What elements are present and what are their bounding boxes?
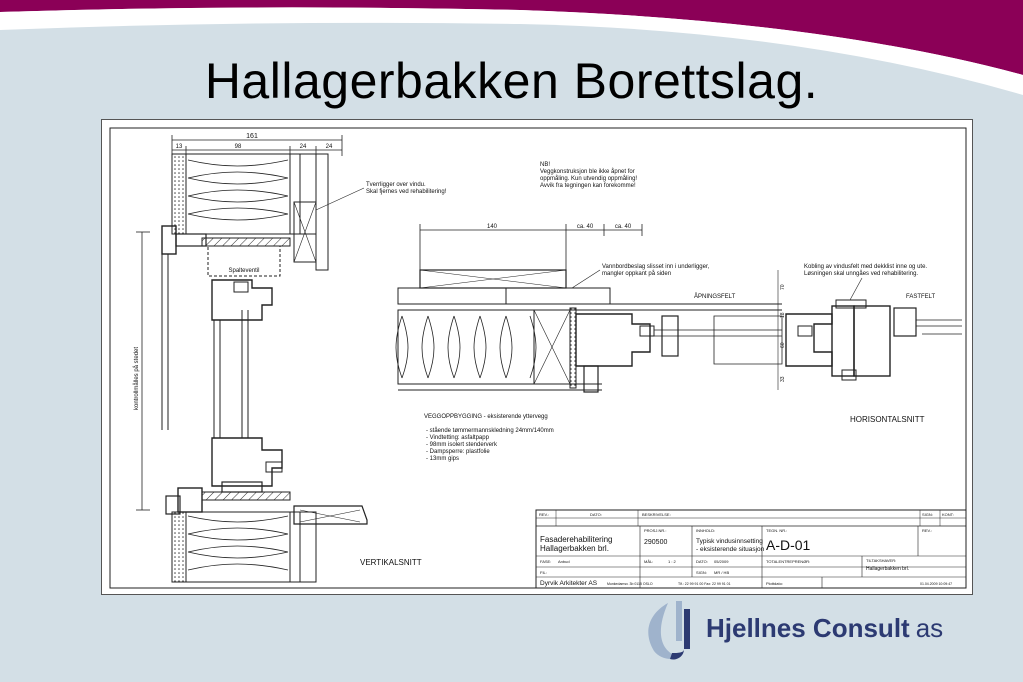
dim-ca40b: ca. 40: [615, 224, 632, 230]
wall-buildup-item: - 13mm gips: [426, 456, 459, 462]
tb-dato: 05/2009: [714, 559, 729, 564]
tb-totalentreprenor: TOTALENTREPRENØR:: [766, 559, 810, 564]
nb-line1: NB!: [540, 162, 550, 168]
tb-sign-value: MR / HB: [714, 570, 729, 575]
vertikalsnitt-label: VERTIKALSNITT: [360, 558, 422, 567]
tb-prosjnr-label: PROSJ.NR.:: [644, 528, 666, 533]
dim-24a: 24: [300, 144, 307, 150]
tb-project-line1: Fasaderehabilitering: [540, 535, 613, 544]
tb-fil-label: FIL:: [540, 570, 547, 575]
tb-prosjnr: 290500: [644, 539, 667, 546]
wall-buildup-notes: VEGGOPPBYGGING - eksisterende yttervegg …: [424, 414, 554, 462]
tb-tiltakshaver-label: TILTAKSHAVER:: [866, 558, 896, 563]
nb-line4: Avvik fra tegningen kan forekomme!: [540, 183, 636, 189]
tb-kont: KONT:: [942, 512, 954, 517]
tb-sign-label: SIGN:: [696, 570, 707, 575]
hjellnes-logo-icon: [648, 601, 690, 660]
dim-98: 98: [235, 144, 242, 150]
wall-buildup-item: - Vindtetting: asfaltpapp: [426, 435, 490, 441]
apningsfelt-label: ÅPNINGSFELT: [694, 293, 736, 300]
nb-note: NB! Veggkonstruksjon ble ikke åpnet for …: [540, 162, 637, 189]
company-suffix: as: [915, 613, 944, 643]
top-band: [0, 0, 1023, 75]
vertical-section: 161 13 98 24 24 Spalteventil kontrollmål…: [133, 133, 447, 583]
tb-plottdato-label: Plottdato:: [766, 581, 783, 586]
tb-dato-label: DATO:: [696, 559, 708, 564]
tb-sign: SIGN:: [922, 512, 933, 517]
wall-buildup-item: - stående tømmermannskledning 24mm/140mm: [426, 427, 554, 434]
tb-dato: DATO:: [590, 512, 602, 517]
tb-fase: Anbud: [558, 559, 570, 564]
title-block: REV.: DATO: BESKRIVELSE: SIGN: KONT: Fas…: [535, 509, 967, 589]
drawing-svg: 161 13 98 24 24 Spalteventil kontrollmål…: [109, 127, 967, 589]
tb-beskrivelse: BESKRIVELSE:: [642, 512, 671, 517]
wall-buildup-item: - Dampsperre: plastfolie: [426, 449, 490, 455]
kobling-line2: Løsningen skal unngåes ved rehabiliterin…: [804, 270, 918, 277]
dim-13: 13: [176, 144, 183, 150]
horizontal-section: 140 ca. 40 ca. 40 Vannbordbeslag slisset…: [395, 224, 962, 424]
vannbord-line1: Vannbordbeslag slisset inn i underligger…: [602, 264, 710, 270]
dim-140: 140: [487, 224, 498, 230]
tb-fase-label: FASE:: [540, 559, 551, 564]
tb-tegnnr-label: TEGN. NR.:: [766, 528, 787, 533]
dim-70: 70: [780, 284, 786, 290]
slide-title: Hallagerbakken Borettslag.: [204, 53, 819, 109]
tb-rev2: REV.:: [922, 528, 932, 533]
dim-24b: 24: [326, 144, 333, 150]
vannbord-line2: mangler oppkant på siden: [602, 270, 671, 277]
tb-firm: Dyrvik Arkitekter AS: [540, 580, 598, 587]
nb-line3: oppmåling. Kun utvendig oppmåling!: [540, 175, 637, 182]
kobling-line1: Kobling av vindusfelt med dekklist inne …: [804, 264, 927, 270]
dim-33: 33: [780, 376, 786, 382]
tverrligger-line1: Tverrligger over vindu.: [366, 182, 426, 188]
fastfelt-label: FASTFELT: [906, 294, 936, 300]
tb-tiltakshaver: Hallagerbakken brl.: [866, 566, 909, 572]
dim-ca40a: ca. 40: [577, 224, 594, 230]
tverrligger-line2: Skal fjernes ved rehabilitering!: [366, 189, 447, 195]
wall-buildup-item: - 98mm isolert stenderverk: [426, 442, 498, 448]
spalteventil-label: Spalteventil: [228, 268, 259, 274]
tb-project-line2: Hallagerbakken brl.: [540, 544, 609, 553]
tb-innhold-line1: Typisk vindusinnsetting: [696, 538, 763, 545]
tb-address: Munkedamsv. 3b 0115 OSLO: [607, 582, 653, 586]
nb-line2: Veggkonstruksjon ble ikke åpnet for: [540, 168, 635, 175]
tb-innhold-line2: - eksisterende situasjon: [696, 546, 765, 553]
horisontalsnitt-label: HORISONTALSNITT: [850, 415, 925, 424]
kontrollmal-label: kontrollmålles på stedet: [133, 347, 140, 410]
company-name: Hjellnes Consult: [706, 613, 910, 643]
tb-tlf: Tlf.: 22 99 91 00 Fax: 22 99 91 01: [678, 582, 731, 586]
dim-60: 60: [780, 342, 786, 348]
tb-mal: 1 : 2: [668, 559, 677, 564]
wall-buildup-title: VEGGOPPBYGGING - eksisterende yttervegg: [424, 414, 548, 420]
technical-drawing: 161 13 98 24 24 Spalteventil kontrollmål…: [101, 119, 973, 595]
tb-rev: REV.:: [539, 512, 549, 517]
tb-plottdato: 01.04.2009 10:09:47: [920, 582, 952, 586]
dim-161: 161: [246, 133, 258, 140]
tb-tegnnr: A-D-01: [766, 537, 811, 553]
tb-innhold-label: INNHOLD:: [696, 528, 715, 533]
dim-18: 18: [780, 312, 786, 318]
tb-mal-label: MÅL:: [644, 559, 653, 564]
